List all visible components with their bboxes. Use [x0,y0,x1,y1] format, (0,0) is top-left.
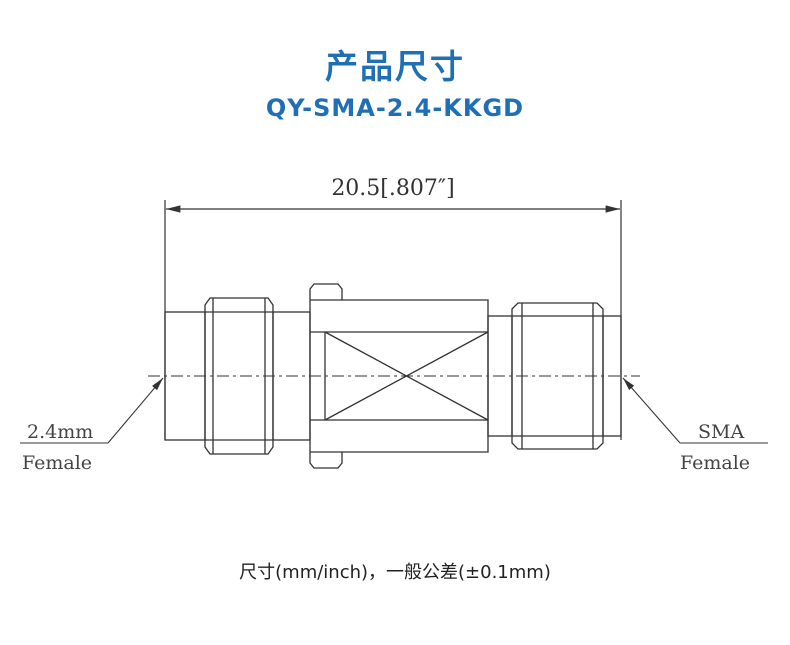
tolerance-note: 尺寸(mm/inch)，一般公差(±0.1mm) [239,562,551,583]
right-port-gender: Female [680,452,750,474]
central-body [309,283,489,469]
overall-dimension: 20.5[.807″] [164,176,622,440]
page-title: 产品尺寸 [325,47,465,86]
right-port-type: SMA [698,421,744,443]
left-hex-nut [204,297,274,455]
right-leader: SMA Female [622,377,768,474]
left-leader: 2.4mm Female [20,377,164,474]
left-port-size: 2.4mm [27,421,93,443]
left-port-gender: Female [22,452,92,474]
right-hex-nut [511,302,604,450]
overall-length-label: 20.5[.807″] [331,176,454,201]
model-number: QY-SMA-2.4-KKGD [265,94,525,122]
